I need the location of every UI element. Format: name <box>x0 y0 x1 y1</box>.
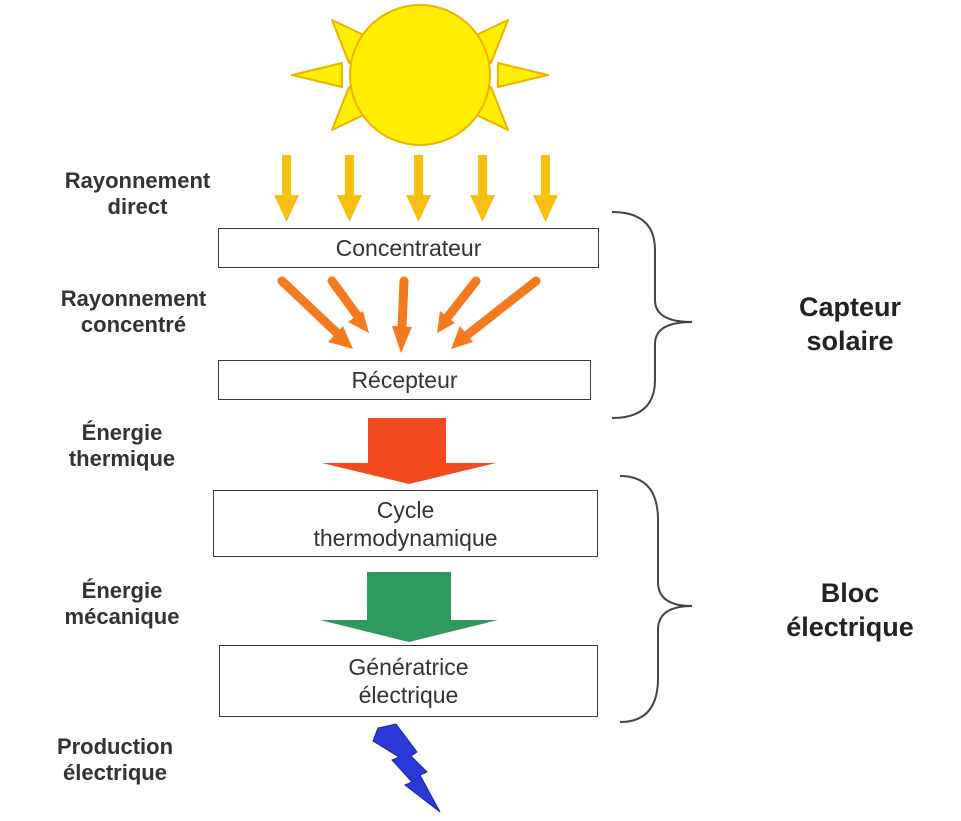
thermo-cycle-line1: Cycle <box>376 496 435 523</box>
solar-collector-group-label: Capteur solaire <box>798 292 901 356</box>
direct-ray-arrow <box>274 155 299 222</box>
concentrator-label: Concentrateur <box>335 235 482 261</box>
direct-rays <box>274 155 558 222</box>
direct-ray-arrow <box>533 155 558 222</box>
thermal-energy-label: Énergie thermique <box>68 420 176 471</box>
generator-box: Génératrice électrique <box>219 645 598 717</box>
receiver-label: Récepteur <box>351 367 458 393</box>
concentrated-ray-arrow <box>437 276 481 333</box>
direct-radiation-label: Rayonnement direct <box>64 168 211 219</box>
electric-production-label: Production électrique <box>56 734 174 785</box>
concentrator-box: Concentrateur <box>218 228 599 268</box>
thermal-energy-arrow <box>322 418 496 484</box>
direct-ray-arrow <box>470 155 495 222</box>
direct-ray-arrow <box>337 155 362 222</box>
brace-electric-block <box>619 475 693 723</box>
electric-block-group-label: Bloc électrique <box>786 578 914 642</box>
concentrated-rays <box>277 276 541 353</box>
concentrated-ray-arrow <box>277 276 353 349</box>
concentrated-ray-arrow <box>327 276 369 333</box>
thermodynamic-cycle-box: Cycle thermodynamique <box>213 490 598 557</box>
receiver-box: Récepteur <box>218 360 591 400</box>
lightning-bolt-icon <box>372 723 441 813</box>
concentrated-ray-arrow <box>392 276 412 353</box>
thermo-cycle-line2: thermodynamique <box>313 524 498 551</box>
mechanical-energy-arrow <box>320 572 498 642</box>
brace-solar-collector <box>611 211 693 419</box>
generator-line2: électrique <box>358 682 459 708</box>
concentrated-radiation-label: Rayonnement concentré <box>60 286 207 337</box>
mechanical-energy-label: Énergie mécanique <box>64 578 180 629</box>
direct-ray-arrow <box>406 155 431 222</box>
sun-icon <box>291 4 549 146</box>
concentrated-ray-arrow <box>451 276 541 349</box>
generator-line1: Génératrice <box>348 654 469 680</box>
